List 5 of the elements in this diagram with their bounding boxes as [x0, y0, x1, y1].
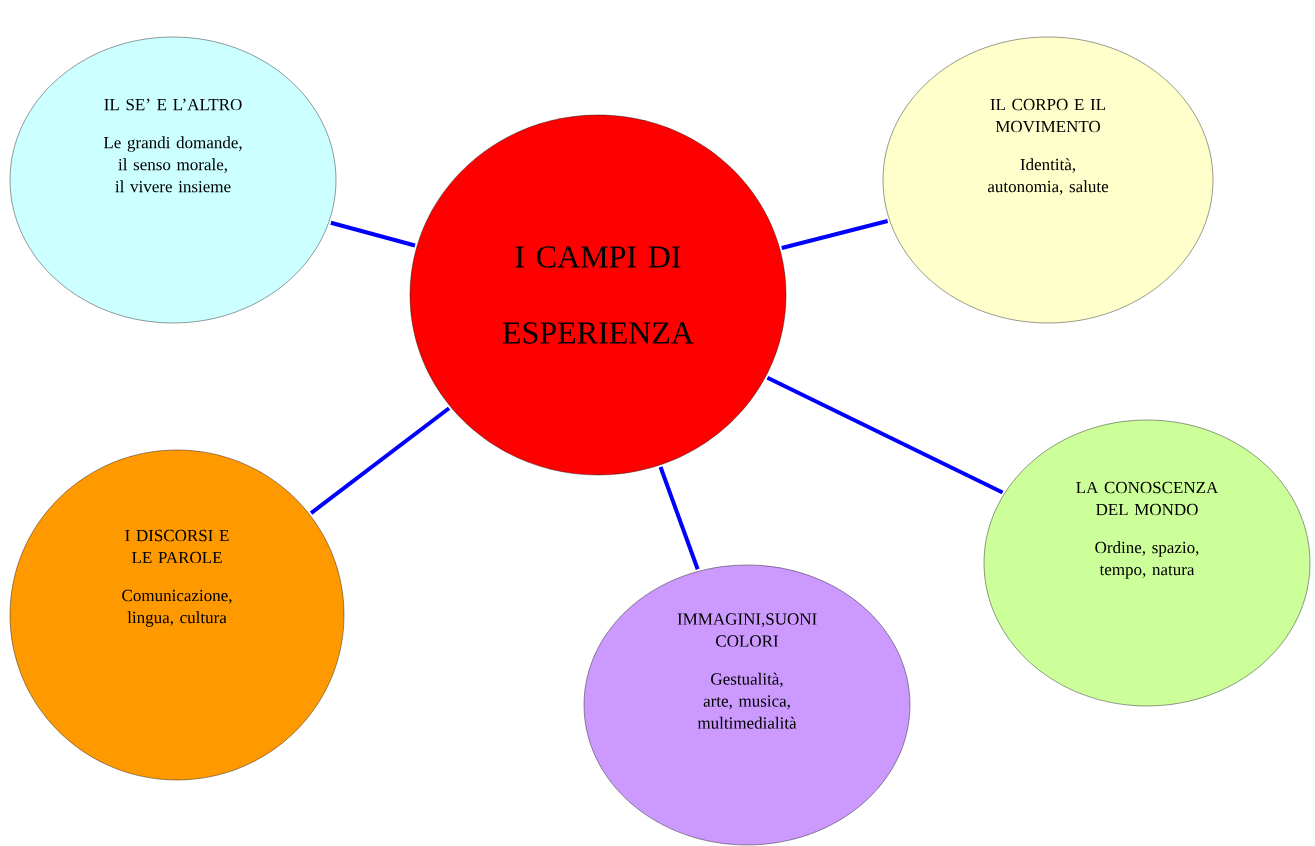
- connector-line: [781, 219, 889, 250]
- connector-line: [766, 375, 1004, 495]
- connector-line: [658, 466, 700, 570]
- connector-line: [309, 406, 451, 515]
- connector-line: [330, 220, 416, 248]
